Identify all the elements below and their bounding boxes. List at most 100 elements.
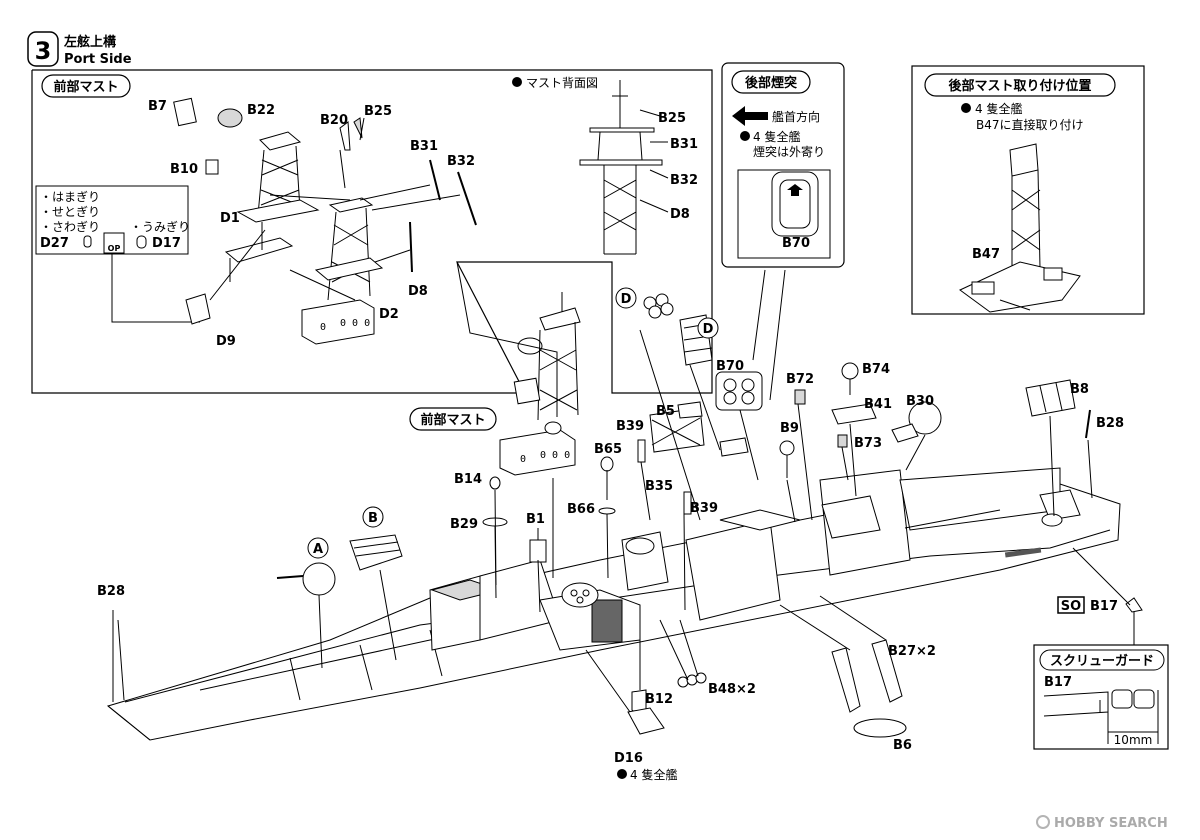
label-b72: B72 <box>786 372 814 387</box>
svg-text:0 0 0: 0 0 0 <box>540 450 570 461</box>
ref-b-circle <box>362 506 384 528</box>
d17-icon <box>136 235 147 249</box>
screw-guard-panel: スクリューガード 10mm B17 <box>1033 612 1169 750</box>
ship-front-mast: 0 0 0 0 <box>499 292 581 476</box>
label-b39b: B39 <box>690 501 718 516</box>
part-b25 <box>353 117 363 139</box>
rear-mast-sketch <box>959 143 1081 313</box>
label-b35: B35 <box>645 479 673 494</box>
step-title-jp: 左舷上構 <box>64 34 116 50</box>
watermark-text: HOBBY SEARCH <box>1054 816 1168 831</box>
label-b31: B31 <box>410 139 438 154</box>
part-b31 <box>429 159 441 201</box>
part-d9 <box>185 293 211 325</box>
front-mast-title: 前部マスト <box>53 79 118 95</box>
loose-parts <box>112 293 1143 738</box>
label-b39: B39 <box>616 419 644 434</box>
part-d8 <box>409 221 413 273</box>
back-view-caption: マスト背面図 <box>526 76 598 90</box>
part-d2 <box>301 299 375 345</box>
label-b41: B41 <box>864 397 892 412</box>
label-b17: B17 <box>1090 599 1118 614</box>
front-mast-callout-pill <box>409 407 497 431</box>
label-b28b: B28 <box>97 584 125 599</box>
label-d2: D2 <box>379 307 399 322</box>
ref-b: B <box>368 511 378 526</box>
alt-variant-name: ・うみぎり <box>130 220 190 234</box>
label-b10: B10 <box>170 162 198 177</box>
label-b65: B65 <box>594 442 622 457</box>
label-b27: B27×2 <box>888 644 936 659</box>
label-b9: B9 <box>780 421 799 436</box>
screw-guard-dimension: 10mm <box>1114 733 1153 747</box>
screw-guard-b17: B17 <box>1044 675 1072 690</box>
rear-mast-note-2: B47に直接取り付け <box>976 117 1084 132</box>
option-badge: OP <box>108 244 121 253</box>
label-b12: B12 <box>645 692 673 707</box>
svg-text:0: 0 <box>520 454 526 465</box>
front-mast-assembly: 0 0 0 0 <box>185 131 384 345</box>
screw-guard-title: スクリューガード <box>1050 654 1154 669</box>
watermark: HOBBY SEARCH <box>1036 815 1168 831</box>
step-number-box <box>27 31 59 67</box>
ref-d2-circle <box>697 317 719 339</box>
funnel-note-2: 煙突は外寄り <box>753 144 825 159</box>
rear-mast-title: 後部マスト取り付け位置 <box>948 78 1091 94</box>
label-b6: B6 <box>893 738 912 753</box>
front-mast-panel: 前部マスト マスト背面図 ・はまぎり ・せとぎり ・さわぎり ・うみぎり D27… <box>31 69 713 394</box>
superstructure <box>429 467 1081 651</box>
label-d1: D1 <box>220 211 240 226</box>
ref-d1-circle <box>615 287 637 309</box>
label-b29: B29 <box>450 517 478 532</box>
label-b32-back: B32 <box>670 173 698 188</box>
funnel-b70: B70 <box>782 236 810 251</box>
rear-funnel-title: 後部煙突 <box>745 75 797 91</box>
ref-d1: D <box>621 292 632 307</box>
variant-name-3: ・さわぎり <box>40 220 100 234</box>
part-labels: B7 B22 B20 B25 B10 B31 B32 D1 D8 D2 D9 B… <box>97 99 1124 766</box>
bullet-icon <box>961 103 971 113</box>
label-b48: B48×2 <box>708 682 756 697</box>
bow-direction-arrow <box>732 106 768 126</box>
alt-variant-part: D17 <box>152 236 181 251</box>
d27-icon <box>83 235 92 248</box>
part-b6 <box>853 718 907 738</box>
label-b30: B30 <box>906 394 934 409</box>
part-d16 <box>627 707 665 735</box>
variant-name-2: ・せとぎり <box>40 205 100 219</box>
label-b7: B7 <box>148 99 167 114</box>
label-b20: B20 <box>320 113 348 128</box>
option-badge-box <box>103 232 125 254</box>
label-b66: B66 <box>567 502 595 517</box>
label-d16: D16 <box>614 751 643 766</box>
bullet-icon <box>740 131 750 141</box>
svg-text:0 0 0: 0 0 0 <box>340 318 370 329</box>
label-b73: B73 <box>854 436 882 451</box>
bullet-icon <box>617 769 627 779</box>
ref-a-circle <box>307 537 329 559</box>
label-b22: B22 <box>247 103 275 118</box>
step-title-en: Port Side <box>64 52 132 67</box>
funnel-note-1: 4 隻全艦 <box>753 129 800 144</box>
part-b32 <box>457 171 477 226</box>
label-b32: B32 <box>447 154 475 169</box>
label-d8-back: D8 <box>670 207 690 222</box>
svg-text:0: 0 <box>320 322 326 333</box>
variant-name-1: ・はまぎり <box>40 190 100 204</box>
label-d9: D9 <box>216 334 236 349</box>
circle-refs: A B D D <box>307 287 719 559</box>
variant-part: D27 <box>40 236 69 251</box>
front-mast-callout: 前部マスト <box>420 412 485 428</box>
label-b70: B70 <box>716 359 744 374</box>
front-mast-title-pill <box>41 74 131 98</box>
label-b31-back: B31 <box>670 137 698 152</box>
part-b20 <box>339 121 351 151</box>
label-b47: B47 <box>972 247 1000 262</box>
label-b5: B5 <box>656 404 675 419</box>
part-b10 <box>205 159 219 175</box>
rear-funnel-panel: 後部煙突 艦首方向 4 隻全艦 煙突は外寄り B70 <box>721 62 845 268</box>
label-b28: B28 <box>1096 416 1124 431</box>
label-d8: D8 <box>408 284 428 299</box>
bullet-icon <box>512 77 522 87</box>
